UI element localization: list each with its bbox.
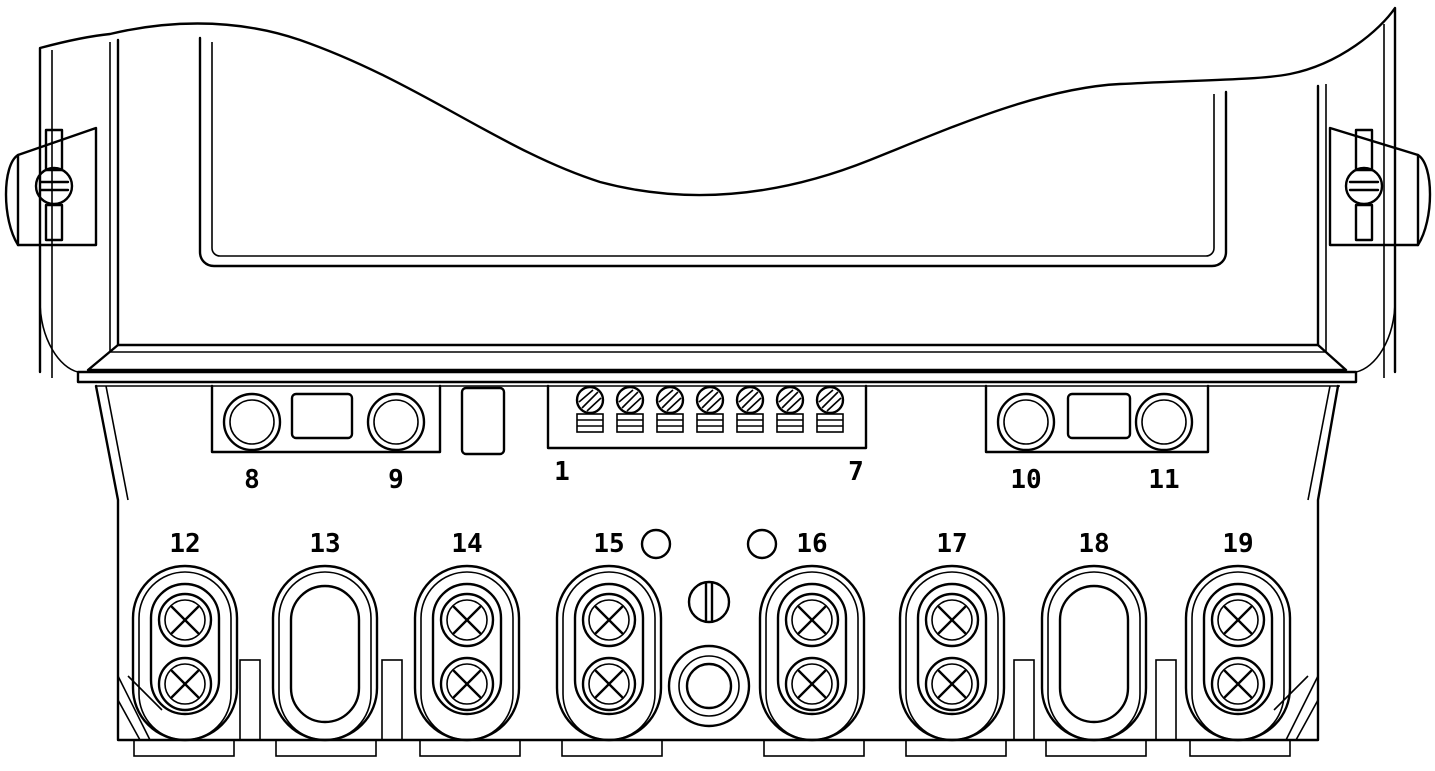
terminal-label-13: 13 (309, 529, 340, 559)
main-terminal-19: 19 (1184, 529, 1292, 742)
center-seal-screw (667, 580, 751, 728)
terminal-screw (924, 592, 980, 648)
terminal-screw (439, 656, 495, 712)
aux-terminal (575, 385, 605, 433)
aux-terminal (815, 385, 845, 433)
terminal-label-9: 9 (388, 465, 404, 495)
main-terminal-16: 16 (758, 529, 866, 742)
aux-terminal (695, 385, 725, 433)
aux-terminal-strip (546, 384, 868, 450)
aux-terminal (775, 385, 805, 433)
divider-post (1013, 659, 1035, 741)
terminal-label-17: 17 (936, 529, 967, 559)
mark-circle-left (640, 528, 672, 560)
right-hanger-bracket (1328, 126, 1432, 247)
terminal-label-8: 8 (244, 465, 260, 495)
main-terminal-12: 12 (131, 529, 239, 742)
right-corner-mark (1273, 675, 1319, 741)
terminal-screw (157, 592, 213, 648)
terminal-screw (924, 656, 980, 712)
terminal-label-15: 15 (593, 529, 624, 559)
terminal-screw (784, 656, 840, 712)
aux-terminal (735, 385, 765, 433)
meter-cover (38, 6, 1397, 387)
divider-post (381, 659, 403, 741)
terminal-screw (1210, 592, 1266, 648)
terminal-label-10: 10 (1010, 465, 1041, 495)
terminal-label-12: 12 (169, 529, 200, 559)
terminal-label-11: 11 (1148, 465, 1179, 495)
terminal-label-18: 18 (1078, 529, 1109, 559)
main-terminal-row: 12 13 14 15 16 17 18 19 (131, 529, 1292, 742)
aux-terminal (655, 385, 685, 433)
terminal-screw (581, 656, 637, 712)
main-terminal-18: 18 (1040, 529, 1148, 742)
terminal-block-body (94, 384, 1340, 757)
terminal-screw (581, 592, 637, 648)
divider-post (1155, 659, 1177, 741)
main-terminal-14: 14 (413, 529, 521, 742)
divider-post (239, 659, 261, 741)
mark-circle-right (746, 528, 778, 560)
left-hanger-bracket (4, 126, 98, 247)
terminal-screw (439, 592, 495, 648)
terminal-screw (1210, 656, 1266, 712)
terminal-label-14: 14 (451, 529, 482, 559)
left-corner-mark (117, 675, 163, 741)
main-terminal-13: 13 (271, 529, 379, 742)
terminal-screw (157, 656, 213, 712)
aux-terminal (615, 385, 645, 433)
aux-terminal-first-label: 1 (554, 457, 570, 487)
aux-terminal-last-label: 7 (848, 457, 864, 487)
center-slot (460, 386, 506, 456)
terminal-label-16: 16 (796, 529, 827, 559)
terminal-label-19: 19 (1222, 529, 1253, 559)
main-terminal-15: 15 (555, 529, 663, 742)
main-terminal-17: 17 (898, 529, 1006, 742)
right-pulse-terminal-housing (984, 384, 1210, 454)
terminal-screw (784, 592, 840, 648)
left-pulse-terminal-housing (210, 384, 442, 454)
